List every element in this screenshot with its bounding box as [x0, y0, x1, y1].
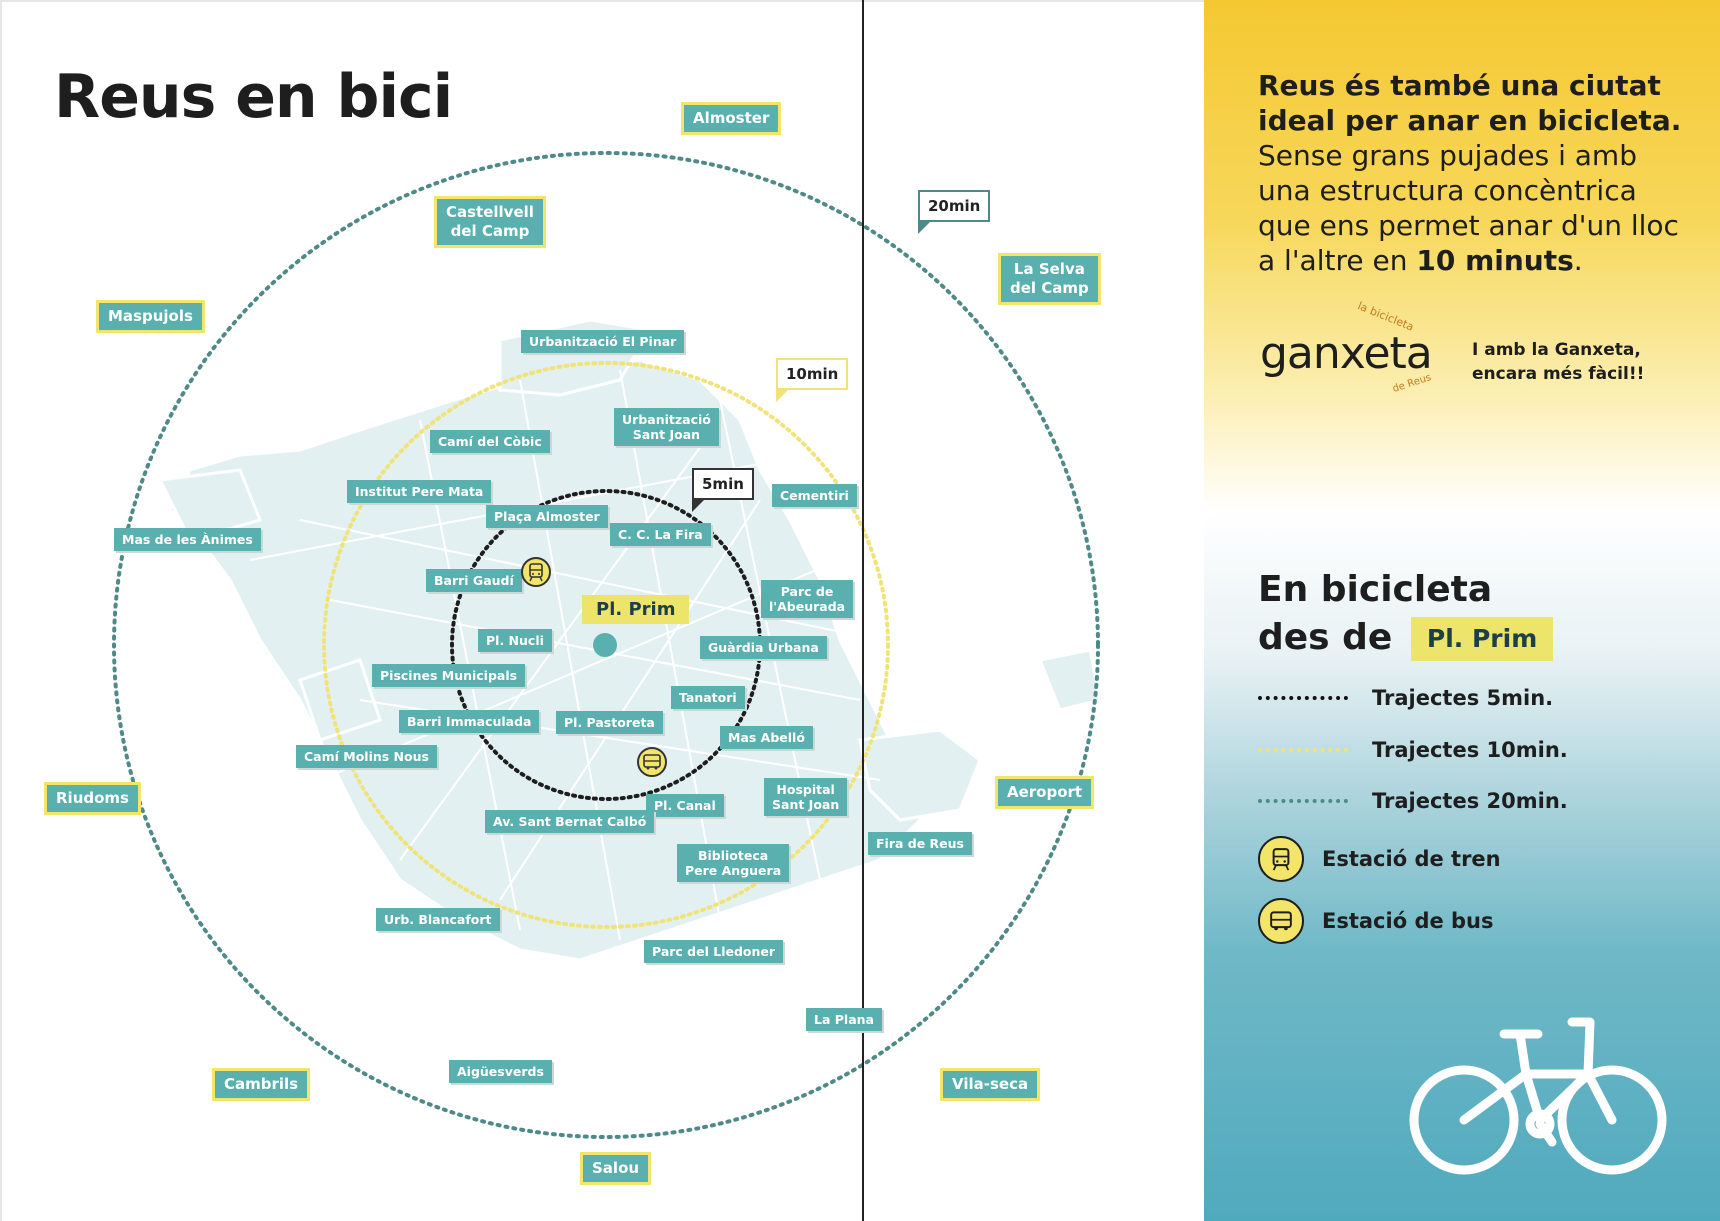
- logo-word: ganxeta: [1260, 328, 1433, 379]
- legend-row-bus: Estació de bus: [1258, 898, 1494, 944]
- legend-label-10min: Trajectes 10min.: [1372, 738, 1568, 762]
- legend-row-10min: Trajectes 10min.: [1258, 730, 1568, 770]
- town-maspujols: Maspujols: [96, 300, 205, 333]
- place-urbanitzacio-sant-joan: Urbanització Sant Joan: [614, 408, 719, 446]
- train-icon: [1272, 848, 1290, 871]
- legend-line-20min: [1258, 799, 1348, 803]
- legend-row-20min: Trajectes 20min.: [1258, 781, 1568, 821]
- place-cementiri: Cementiri: [772, 484, 857, 507]
- place-aiguesverds: Aigüesverds: [449, 1060, 552, 1083]
- frame-left: [0, 0, 2, 1221]
- from-heading-line1: En bicicleta: [1258, 569, 1493, 610]
- place-institut-pere-mata: Institut Pere Mata: [347, 480, 492, 503]
- legend-label-train: Estació de tren: [1322, 847, 1501, 871]
- legend-row-train: Estació de tren: [1258, 836, 1501, 882]
- legend-label-bus: Estació de bus: [1322, 909, 1494, 933]
- center-label: Pl. Prim: [582, 595, 690, 624]
- from-heading-line2: des de: [1258, 617, 1393, 658]
- bus-icon: [1270, 911, 1292, 931]
- place-pl-pastoreta: Pl. Pastoreta: [556, 711, 663, 734]
- logo-caption: I amb la Ganxeta, encara més fàcil!!: [1472, 340, 1645, 384]
- intro-text: Reus és també una ciutat ideal per anar …: [1258, 68, 1698, 278]
- place-barri-immaculada: Barri Immaculada: [399, 710, 540, 733]
- place-av-sant-bernat-calbo: Av. Sant Bernat Calbó: [485, 810, 655, 833]
- info-panel: Reus és també una ciutat ideal per anar …: [1204, 0, 1720, 1221]
- frame-top: [0, 0, 1204, 2]
- town-vila-seca: Vila-seca: [940, 1068, 1041, 1101]
- from-heading: En bicicleta des de Pl. Prim: [1258, 566, 1554, 662]
- place-pl-nucli: Pl. Nucli: [478, 629, 552, 652]
- place-parc-del-lledoner: Parc del Lledoner: [644, 940, 784, 963]
- legend-train-badge: [1258, 836, 1304, 882]
- center-dot: [593, 633, 617, 657]
- fold-line: [862, 0, 864, 1221]
- town-almoster: Almoster: [681, 102, 782, 135]
- intro-end: .: [1573, 244, 1583, 277]
- ganxeta-logo: la bicicleta ganxeta de Reus: [1260, 299, 1450, 406]
- legend-bus-badge: [1258, 898, 1304, 944]
- place-cami-molins-nous: Camí Molins Nous: [296, 745, 437, 768]
- town-salou: Salou: [580, 1152, 652, 1185]
- place-cc-la-fira: C. C. La Fira: [610, 523, 711, 546]
- place-urb-blancafort: Urb. Blancafort: [376, 908, 500, 931]
- place-piscines-municipals: Piscines Municipals: [372, 664, 526, 687]
- legend-row-5min: Trajectes 5min.: [1258, 678, 1553, 718]
- map-area: Reus en bici Almoster Castellvell del Ca…: [0, 0, 1204, 1221]
- town-riudoms: Riudoms: [44, 782, 141, 815]
- place-placa-almoster: Plaça Almoster: [486, 505, 608, 528]
- bubble-20min: 20min: [918, 190, 991, 234]
- place-mas-de-les-animes: Mas de les Ànimes: [114, 528, 261, 551]
- from-place-badge: Pl. Prim: [1410, 617, 1554, 661]
- bubble-10min: 10min: [776, 358, 849, 402]
- place-urbanitzacio-el-pinar: Urbanització El Pinar: [521, 330, 685, 353]
- ring-10min: [322, 361, 890, 929]
- town-aeroport: Aeroport: [995, 776, 1095, 809]
- city-block-northwest: [157, 468, 263, 542]
- bubble-5min: 5min: [692, 468, 754, 512]
- place-biblioteca-pere-anguera: Biblioteca Pere Anguera: [677, 844, 790, 882]
- intro-bold: Reus és també una ciutat ideal per anar …: [1258, 69, 1682, 137]
- city-block-far-east: [1037, 648, 1102, 712]
- bus-icon: [643, 754, 661, 770]
- place-barri-gaudi: Barri Gaudí: [426, 569, 522, 592]
- train-station-marker: [521, 557, 551, 587]
- town-castellvell: Castellvell del Camp: [434, 196, 546, 248]
- place-mas-abello: Mas Abelló: [720, 726, 813, 749]
- place-pl-canal: Pl. Canal: [646, 794, 724, 817]
- town-la-selva: La Selva del Camp: [998, 253, 1101, 305]
- place-fira-de-reus: Fira de Reus: [868, 832, 972, 855]
- city-block-west: [298, 658, 382, 742]
- bicycle-icon: [1409, 1017, 1667, 1175]
- place-la-plana: La Plana: [806, 1008, 882, 1031]
- legend-label-5min: Trajectes 5min.: [1372, 686, 1554, 710]
- place-cami-del-cobic: Camí del Còbic: [430, 430, 550, 453]
- place-parc-abeurada: Parc de l'Abeurada: [761, 580, 854, 618]
- place-hospital-sant-joan: Hospital Sant Joan: [764, 778, 848, 816]
- place-tanatori: Tanatori: [671, 686, 745, 709]
- bus-station-marker: [637, 747, 667, 777]
- place-guardia-urbana: Guàrdia Urbana: [700, 636, 827, 659]
- city-block-east: [858, 728, 982, 822]
- legend-line-5min: [1258, 696, 1348, 700]
- intro-regular: Sense grans pujades i amb una estructura…: [1258, 139, 1679, 277]
- train-icon: [529, 563, 543, 582]
- legend-label-20min: Trajectes 20min.: [1372, 789, 1568, 813]
- map-title: Reus en bici: [54, 62, 453, 132]
- intro-emph: 10 minuts: [1416, 244, 1574, 277]
- ring-20min: [112, 151, 1100, 1139]
- town-cambrils: Cambrils: [212, 1068, 311, 1101]
- legend-line-10min: [1258, 748, 1348, 752]
